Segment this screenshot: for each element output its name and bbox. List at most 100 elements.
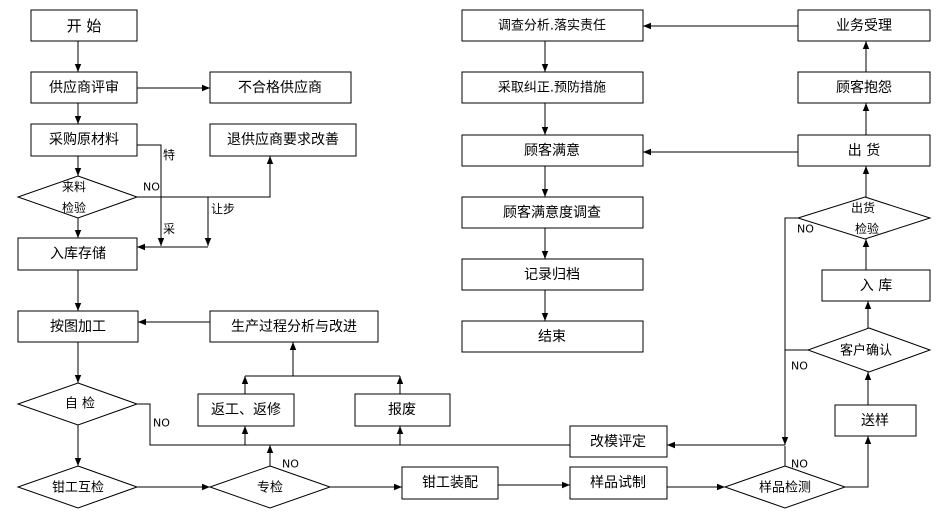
node-corrective-action: 采取纠正.预防措施: [461, 71, 644, 104]
node-return-to-supplier-shape: [209, 123, 357, 157]
edge-label-special-check-no: NO: [282, 458, 299, 471]
node-rework: 返工、返修: [197, 393, 295, 427]
node-sample-test-shape: [723, 465, 847, 509]
node-return-to-supplier-label: 退供应商要求改善: [227, 131, 339, 148]
node-scrap: 报废: [354, 393, 451, 427]
edge-label-concession: 让步: [211, 202, 235, 216]
edge-label-customer-confirm-no: NO: [791, 360, 808, 373]
node-unqualified-supplier: 不合格供应商: [209, 71, 352, 104]
node-record-archive: 记录归档: [461, 258, 644, 291]
arrow-incoming-no-to-return-supplier: [137, 156, 274, 198]
edge-label-shipment-inspection-no: NO: [797, 223, 814, 236]
node-fitter-assembly-label: 钳工装配: [422, 475, 478, 491]
edge-label-special-purchase-1: 特: [163, 147, 175, 162]
node-self-check-label: 自 检: [65, 397, 95, 412]
node-machining: 按图加工: [17, 310, 139, 343]
arrow-sample-test-to-send-sample: [845, 436, 872, 488]
node-incoming-inspection: 来料 检验: [16, 175, 139, 219]
node-customer-satisfaction: 顾客满意: [461, 134, 644, 167]
node-machining-shape: [17, 310, 139, 343]
node-end: 结束: [461, 320, 644, 353]
node-unqualified-supplier-shape: [209, 71, 352, 104]
node-mold-evaluation-label: 改模评定: [590, 434, 646, 450]
node-record-archive-label: 记录归档: [524, 266, 580, 283]
node-self-check-shape: [16, 382, 139, 426]
node-process-analysis-label: 生产过程分析与改进: [231, 319, 357, 335]
node-machining-label: 按图加工: [50, 319, 106, 335]
node-customer-complaint: 顾客抱怨: [797, 71, 931, 104]
node-purchase-materials-shape: [30, 123, 138, 157]
node-fitter-mutual-check: 钳工互检: [16, 465, 139, 509]
node-special-check-label: 专检: [257, 481, 283, 496]
node-process-analysis: 生产过程分析与改进: [209, 310, 379, 343]
node-shipment-inspection-label-line1: 出货: [851, 200, 875, 215]
node-send-sample-label: 送样: [861, 413, 889, 429]
node-send-sample: 送样: [834, 404, 917, 437]
node-purchase-materials: 采购原材料: [30, 123, 138, 157]
node-incoming-inspection-label-line2: 检验: [62, 200, 86, 215]
node-start-label: 开 始: [67, 17, 102, 35]
node-stock-in-shape: [821, 269, 931, 302]
node-return-to-supplier: 退供应商要求改善: [209, 123, 357, 157]
node-warehouse-storage-shape: [17, 237, 138, 271]
node-incoming-inspection-shape: [16, 175, 139, 219]
node-corrective-action-shape: [461, 71, 644, 104]
node-stock-in-label: 入 库: [860, 278, 892, 294]
node-corrective-action-label: 采取纠正.预防措施: [498, 80, 606, 96]
node-purchase-materials-label: 采购原材料: [49, 132, 119, 148]
node-sample-trial-label: 样品试制: [590, 475, 646, 491]
node-unqualified-supplier-label: 不合格供应商: [238, 79, 322, 96]
node-scrap-shape: [354, 393, 451, 427]
node-sample-test-label: 样品检测: [759, 481, 811, 496]
node-shipment: 出 货: [797, 134, 931, 167]
node-stock-in: 入 库: [821, 269, 931, 302]
node-mold-evaluation-shape: [569, 425, 668, 458]
node-fitter-mutual-check-label: 钳工互检: [52, 481, 104, 496]
node-supplier-review: 供应商评审: [30, 71, 138, 104]
node-shipment-shape: [797, 134, 931, 167]
edges: [74, 22, 872, 491]
node-record-archive-shape: [461, 258, 644, 291]
node-rework-label: 返工、返修: [211, 402, 281, 418]
node-sample-test: 样品检测: [723, 465, 847, 509]
node-shipment-label: 出 货: [848, 142, 880, 159]
node-special-check: 专检: [208, 465, 332, 509]
edge-label-self-check-no: NO: [153, 417, 170, 430]
edge-labels: NO 特 采 让步 NO NO NO NO NO: [143, 147, 814, 471]
node-shipment-inspection-label-line2: 检验: [855, 221, 879, 236]
node-customer-complaint-label: 顾客抱怨: [836, 79, 892, 96]
node-mold-evaluation: 改模评定: [569, 425, 668, 458]
node-customer-confirm-shape: [806, 327, 932, 373]
node-satisfaction-survey: 顾客满意度调查: [461, 196, 644, 229]
node-end-shape: [461, 320, 644, 353]
node-self-check: 自 检: [16, 382, 139, 426]
edge-label-sample-test-no: NO: [791, 458, 808, 471]
node-start: 开 始: [30, 9, 138, 42]
node-warehouse-storage-label: 入库存储: [50, 246, 106, 262]
arrow-shipment-inspection-no-down: [781, 217, 798, 445]
line-self-check-no-bus: [137, 403, 570, 446]
node-supplier-review-shape: [30, 71, 138, 104]
node-investigation-label: 调查分析.落实责任: [498, 19, 606, 34]
node-customer-confirm: 客户确认: [806, 327, 932, 373]
node-supplier-review-label: 供应商评审: [49, 79, 119, 96]
node-business-acceptance: 业务受理: [797, 9, 931, 42]
node-process-analysis-shape: [209, 310, 379, 343]
node-send-sample-shape: [834, 404, 917, 437]
node-warehouse-storage: 入库存储: [17, 237, 138, 271]
node-business-acceptance-shape: [797, 9, 931, 42]
node-customer-confirm-label: 客户确认: [840, 343, 892, 359]
node-start-shape: [30, 9, 138, 42]
node-fitter-assembly: 钳工装配: [401, 466, 499, 500]
arrow-special-purchase-path: [137, 144, 165, 246]
node-fitter-mutual-check-shape: [16, 465, 139, 509]
node-sample-trial-shape: [569, 466, 668, 500]
node-investigation: 调查分析.落实责任: [461, 9, 644, 42]
node-scrap-label: 报废: [388, 402, 416, 418]
node-satisfaction-survey-label: 顾客满意度调查: [503, 204, 601, 221]
node-incoming-inspection-label-line1: 来料: [62, 180, 86, 194]
node-end-label: 结束: [538, 329, 566, 345]
node-investigation-shape: [461, 9, 644, 42]
node-business-acceptance-label: 业务受理: [836, 18, 892, 34]
